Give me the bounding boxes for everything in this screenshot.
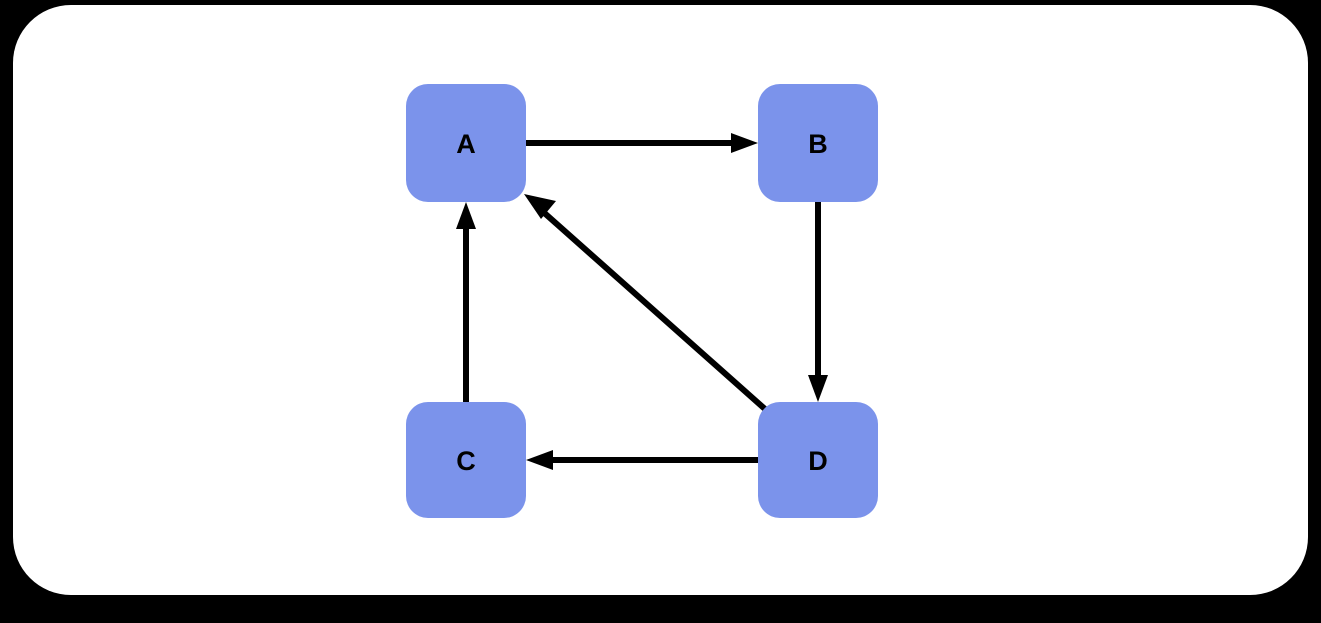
node-b[interactable]: B bbox=[758, 84, 878, 202]
edge-c-to-a-arrowhead bbox=[456, 202, 476, 229]
node-b-label: B bbox=[808, 129, 828, 159]
edge-d-to-a-arrowhead bbox=[524, 194, 556, 219]
edge-a-to-b-arrowhead bbox=[731, 133, 758, 153]
edge-d-to-a[interactable] bbox=[524, 194, 767, 412]
edge-d-to-c[interactable] bbox=[526, 450, 758, 470]
edge-c-to-a[interactable] bbox=[456, 202, 476, 402]
node-c[interactable]: C bbox=[406, 402, 526, 518]
node-a-label: A bbox=[456, 129, 476, 159]
edge-d-to-a-line bbox=[539, 207, 767, 412]
node-d-shape bbox=[758, 402, 878, 518]
diagram-panel bbox=[13, 5, 1308, 595]
node-a-shape bbox=[406, 84, 526, 202]
node-b-shape bbox=[758, 84, 878, 202]
node-c-shape bbox=[406, 402, 526, 518]
node-d[interactable]: D bbox=[758, 402, 878, 518]
edge-a-to-b[interactable] bbox=[526, 133, 758, 153]
edge-d-to-c-arrowhead bbox=[526, 450, 553, 470]
node-c-label: C bbox=[456, 446, 476, 476]
edge-b-to-d-arrowhead bbox=[808, 375, 828, 402]
edge-b-to-d[interactable] bbox=[808, 202, 828, 402]
node-a[interactable]: A bbox=[406, 84, 526, 202]
node-d-label: D bbox=[808, 446, 828, 476]
